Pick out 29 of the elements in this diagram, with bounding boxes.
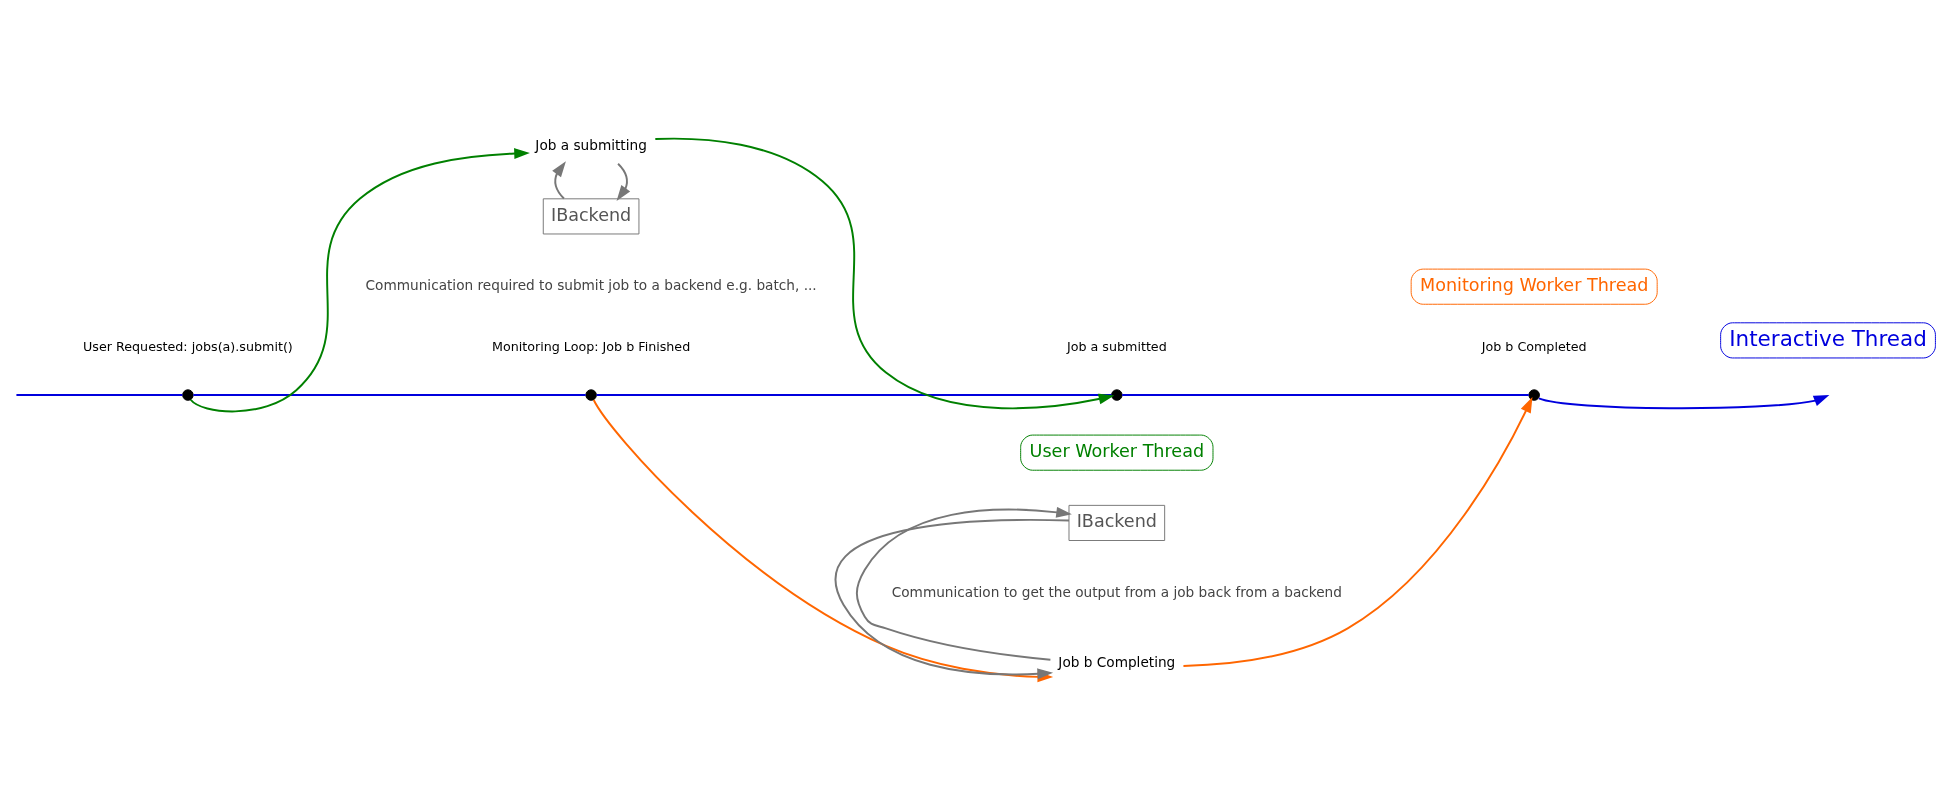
connector: [1121, 393, 1530, 396]
node-label: Job b Completed: [1481, 338, 1587, 354]
arrow: [189, 147, 530, 412]
node-circle: [585, 388, 597, 401]
node-text: Job a submitting: [535, 136, 647, 153]
node-box: IBackend: [542, 197, 640, 234]
arrow: [855, 506, 1072, 661]
arrow: [835, 518, 1070, 679]
node-circle: [1111, 388, 1123, 401]
node-box: Interactive Thread: [1720, 321, 1936, 358]
node-label: User Requested: jobs(a).submit(): [83, 338, 293, 354]
connector: [192, 393, 587, 396]
node-label: Job a submitted: [1066, 338, 1167, 354]
node-label: Monitoring Loop: Job b Finished: [491, 338, 691, 354]
node-box: Monitoring Worker Thread: [1410, 268, 1658, 305]
arrow: [1182, 396, 1533, 667]
node-text: Job b Completing: [1058, 653, 1176, 670]
arrow: [552, 160, 566, 200]
arrow: [654, 137, 1115, 409]
node-label: Communication to get the output from a job back from a backend: [891, 583, 1342, 600]
node-label: Communication required to submit job to a backend e.g. batch, ...: [365, 276, 817, 293]
connector: [595, 393, 1113, 396]
node-circle: [1528, 388, 1540, 401]
node-circle: [182, 388, 194, 401]
arrow: [616, 162, 631, 201]
arrow: [1537, 394, 1830, 409]
node-box: IBackend: [1068, 504, 1166, 541]
node-box: User Worker Thread: [1020, 434, 1214, 471]
connector: [15, 393, 184, 396]
